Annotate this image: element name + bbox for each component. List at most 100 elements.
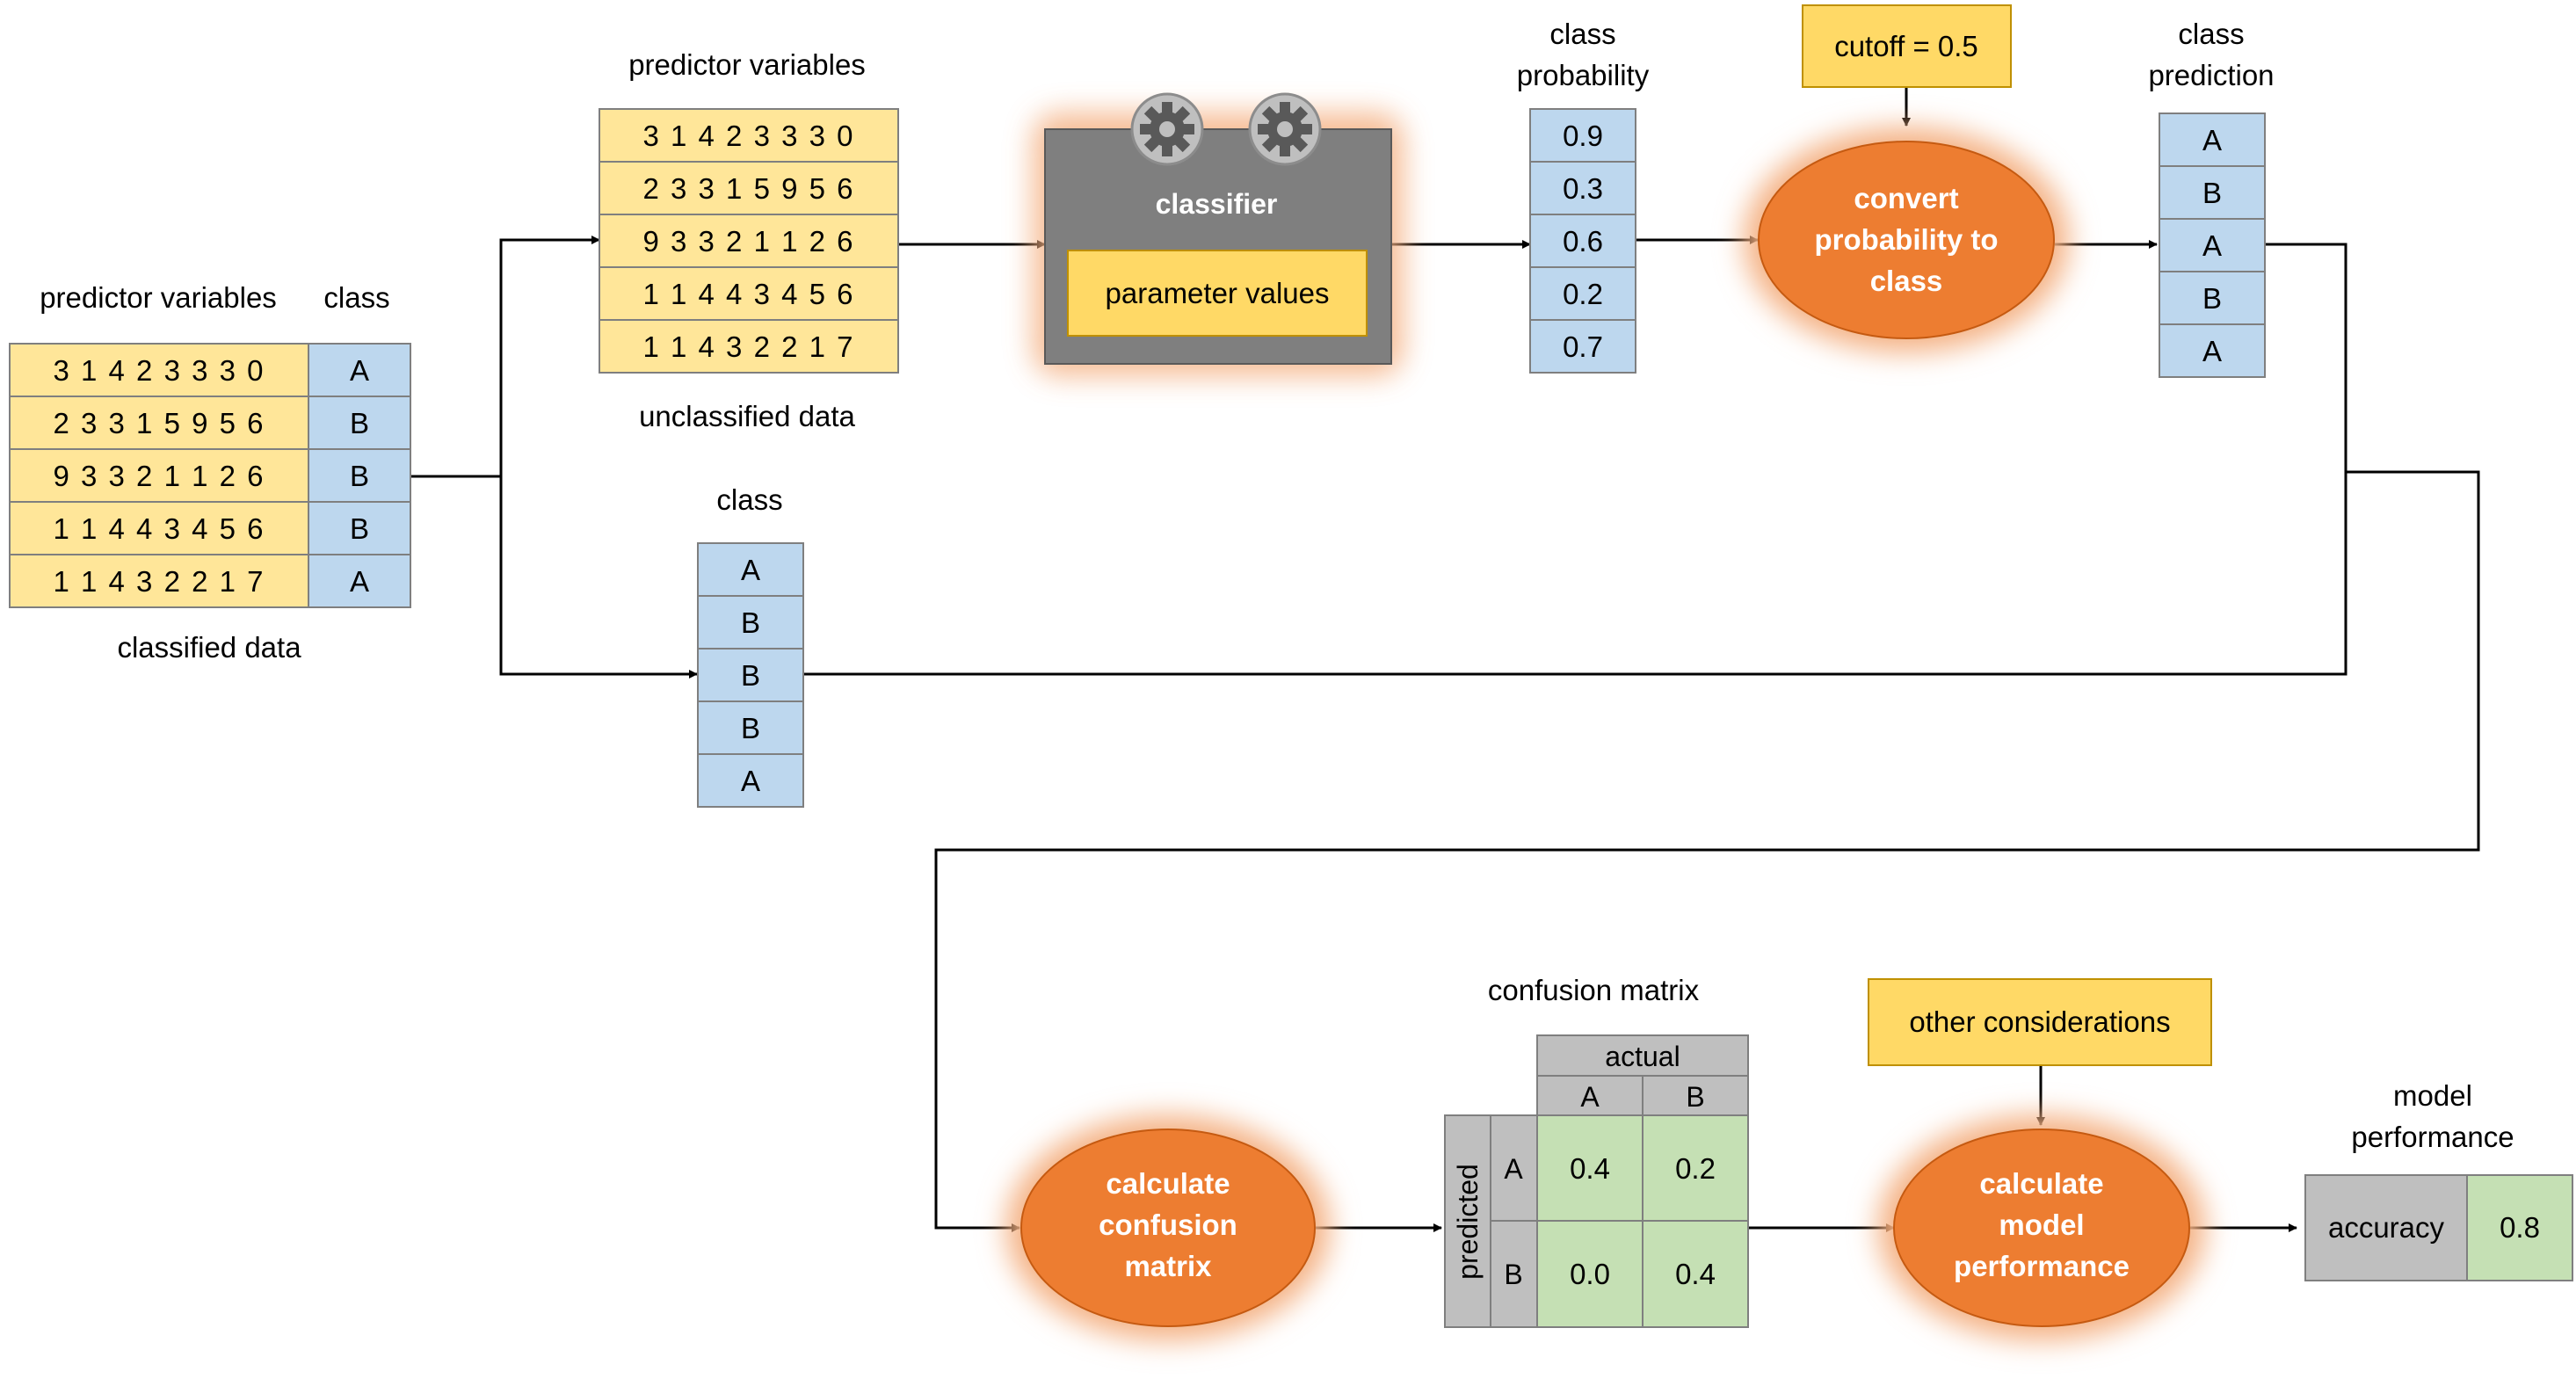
col-label-b: B [1686, 1081, 1704, 1113]
probability-header-line1: class [1549, 18, 1615, 50]
prediction-cell [2159, 323, 2266, 378]
cell-ba-value: 0.0 [1570, 1258, 1610, 1290]
parameter-values-box [1067, 250, 1368, 337]
predictor-row-cell [599, 319, 899, 374]
prediction-header-line2: prediction [2148, 59, 2274, 91]
predictor-row: 9 3 3 2 1 1 2 6 [642, 225, 854, 258]
classified-rows: 3 1 4 2 3 3 3 02 3 3 1 5 9 5 69 3 3 2 1 … [9, 343, 411, 608]
prediction-cell [2159, 271, 2266, 325]
cutoff-box-group: cutoff = 0.5 [1802, 4, 2012, 88]
prediction-header-line1: class [2178, 18, 2244, 50]
calc-confusion-line2: confusion [1099, 1208, 1237, 1241]
predictor-row: 2 3 3 1 5 9 5 6 [642, 172, 854, 205]
predictor-row: 1 1 4 4 3 4 5 6 [53, 512, 265, 545]
classified-caption: classified data [117, 631, 301, 664]
cell-bb-value: 0.4 [1675, 1258, 1716, 1290]
cell-ba [1536, 1220, 1644, 1328]
predictor-row: 3 1 4 2 3 3 3 0 [53, 354, 265, 387]
probability-table: class probability 0.9 0.3 0.6 0.2 0.7 [1517, 18, 1650, 374]
calc-performance-line2: model [1999, 1208, 2084, 1241]
accuracy-label-cell [2304, 1174, 2468, 1281]
prediction-value: A [2202, 229, 2222, 262]
classified-class-value: B [350, 512, 369, 545]
probability-cell [1529, 214, 1636, 268]
predictor-row-cell [9, 448, 309, 503]
classified-class-cell [308, 396, 411, 450]
row-label-cell-a [1490, 1114, 1538, 1222]
performance-header-line2: performance [2351, 1121, 2514, 1153]
unclassified-header: predictor variables [628, 48, 866, 81]
probability-rows: 0.9 0.3 0.6 0.2 0.7 [1529, 108, 1636, 374]
convert-ellipse [1758, 141, 2055, 339]
cell-ab-value: 0.2 [1675, 1152, 1716, 1185]
classified-class-cell [308, 554, 411, 608]
classified-class-value: B [350, 460, 369, 492]
predictor-row: 3 1 4 2 3 3 3 0 [642, 120, 854, 152]
probability-header-line2: probability [1517, 59, 1650, 91]
true-class-value: B [741, 659, 760, 692]
row-label-cell-b [1490, 1220, 1538, 1328]
actual-label: actual [1605, 1041, 1680, 1072]
classified-class-cell [308, 501, 411, 555]
cutoff-box [1802, 4, 2012, 88]
actual-header-cell [1536, 1034, 1749, 1077]
true-class-value: B [741, 606, 760, 639]
row-label-a: A [1504, 1153, 1523, 1185]
predictor-row: 9 3 3 2 1 1 2 6 [53, 460, 265, 492]
probability-value: 0.2 [1563, 278, 1603, 310]
true-class-value: A [741, 765, 760, 797]
connectors [411, 87, 2480, 1232]
classified-class-cell [308, 448, 411, 503]
true-class-cell [697, 753, 804, 808]
connector-to-unclassified [499, 236, 600, 476]
probability-value: 0.9 [1563, 120, 1603, 152]
prediction-cell [2159, 165, 2266, 220]
cell-aa-value: 0.4 [1570, 1152, 1610, 1185]
predictor-row: 1 1 4 3 2 2 1 7 [642, 330, 854, 363]
calc-confusion-node: calculate confusion matrix [1006, 1115, 1330, 1340]
other-considerations-label: other considerations [1909, 1005, 2170, 1038]
true-class-value: B [741, 712, 760, 744]
calc-performance-line3: performance [1954, 1250, 2130, 1282]
calc-performance-ellipse [1893, 1129, 2190, 1327]
probability-cell [1529, 319, 1636, 374]
calc-confusion-ellipse [1020, 1129, 1316, 1327]
prediction-value: A [2202, 335, 2222, 367]
unclassified-caption: unclassified data [639, 400, 855, 432]
true-class-cell [697, 542, 804, 597]
predicted-label: predicted [1452, 1164, 1484, 1280]
probability-value: 0.7 [1563, 330, 1603, 363]
other-considerations-box [1868, 978, 2212, 1066]
calc-performance-line1: calculate [1979, 1167, 2103, 1200]
col-label-cell-b [1642, 1075, 1749, 1116]
predictor-row: 1 1 4 4 3 4 5 6 [642, 278, 854, 310]
other-considerations-group: other considerations [1868, 978, 2212, 1066]
classified-class-cell [308, 343, 411, 397]
convert-line2: probability to [1815, 223, 1999, 256]
col-label-cell-a [1536, 1075, 1644, 1116]
unclassified-rows: 3 1 4 2 3 3 3 0 2 3 3 1 5 9 5 6 9 3 3 2 1 … [599, 108, 899, 374]
cutoff-label: cutoff = 0.5 [1834, 30, 1978, 62]
classified-class-value: A [350, 565, 369, 598]
col-label-a: A [1580, 1081, 1600, 1113]
predictor-row: 1 1 4 3 2 2 1 7 [53, 565, 265, 598]
true-class-header: class [716, 483, 782, 516]
prediction-value: B [2202, 177, 2222, 209]
connector-to-true-class [499, 476, 698, 679]
classified-class-value: A [350, 354, 369, 387]
gear-icon [1130, 92, 1204, 166]
parameter-values-label: parameter values [1106, 277, 1330, 309]
convert-line1: convert [1854, 182, 1958, 214]
classifier-title: classifier [1156, 188, 1278, 220]
calc-confusion-line3: matrix [1124, 1250, 1212, 1282]
probability-value: 0.3 [1563, 172, 1603, 205]
probability-value: 0.6 [1563, 225, 1603, 258]
connector-prediction-right [802, 243, 2347, 676]
true-class-value: A [741, 554, 760, 586]
probability-cell [1529, 266, 1636, 321]
